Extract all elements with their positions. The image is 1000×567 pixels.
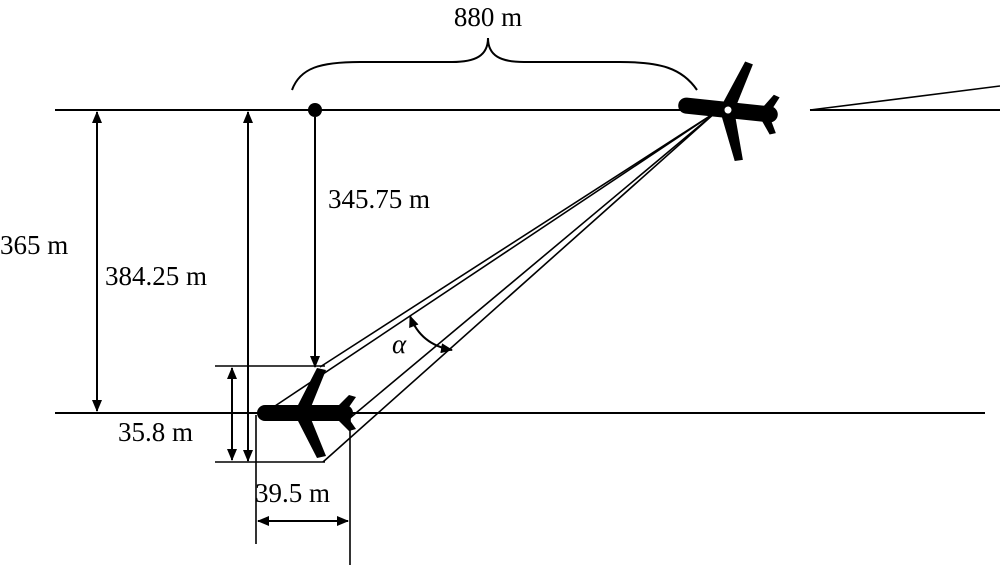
sight-line-nose-bottom xyxy=(265,111,717,413)
vertical-upper-label: 345.75 m xyxy=(328,184,430,214)
angle-alpha-label: α xyxy=(392,329,407,359)
upper-aircraft xyxy=(678,61,780,161)
aircraft-height-label: 35.8 m xyxy=(118,417,193,447)
reference-point-dot xyxy=(308,103,322,117)
sight-line-nose-top xyxy=(319,111,717,368)
separation-label: 880 m xyxy=(454,2,522,32)
angle-alpha-arc xyxy=(409,315,453,354)
vertical-total-mid-label: 384.25 m xyxy=(105,261,207,291)
aircraft-length-label: 39.5 m xyxy=(255,478,330,508)
vertical-total-left-label: 365 m xyxy=(0,230,68,260)
sight-line-tail-top xyxy=(349,111,717,419)
sight-line-tail-bottom xyxy=(322,111,717,463)
lower-aircraft xyxy=(257,368,356,458)
separation-brace xyxy=(291,37,698,91)
climb-line xyxy=(809,85,1000,111)
